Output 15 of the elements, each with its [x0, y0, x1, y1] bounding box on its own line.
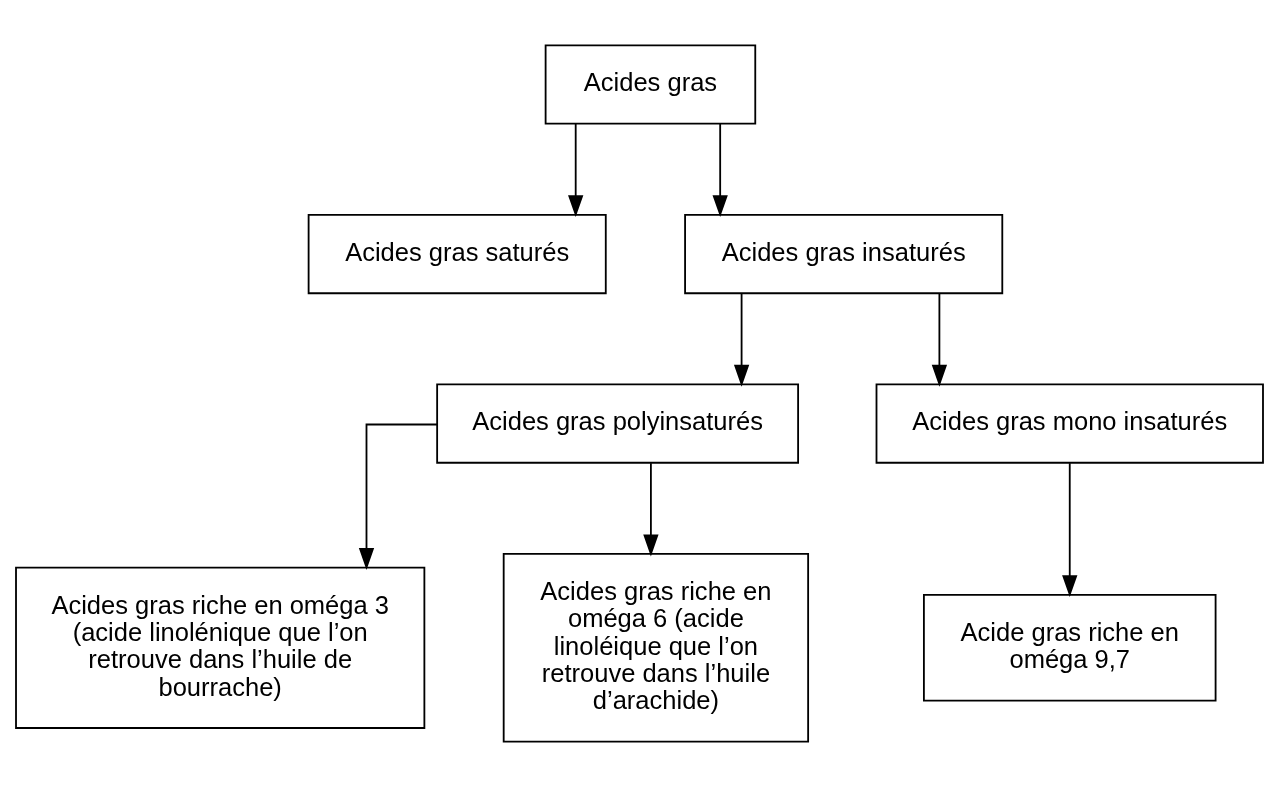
node-box: Acides gras riche en oméga 6 (acide linoléique que l’on retrouve dans l’huile d’arachide) — [502, 553, 810, 743]
node-box: Acides gras mono insaturés — [875, 383, 1264, 464]
node-box: Acides gras — [544, 44, 757, 125]
arrow — [712, 122, 728, 218]
node-box: Acide gras riche en oméga 9,7 — [923, 594, 1217, 702]
node-box: Acides gras polyinsaturés — [436, 383, 799, 464]
node-box: Acides gras saturés — [307, 213, 607, 295]
node-box: Acides gras insaturés — [684, 213, 1004, 295]
arrow — [643, 462, 659, 557]
arrow — [733, 292, 750, 387]
arrow — [931, 292, 948, 387]
arrow — [568, 122, 584, 218]
arrow — [1062, 462, 1078, 598]
node-box: Acides gras riche en oméga 3 (acide linolénique que l’on retrouve dans l’huile de bourrache) — [15, 566, 426, 729]
arrow — [358, 423, 439, 570]
